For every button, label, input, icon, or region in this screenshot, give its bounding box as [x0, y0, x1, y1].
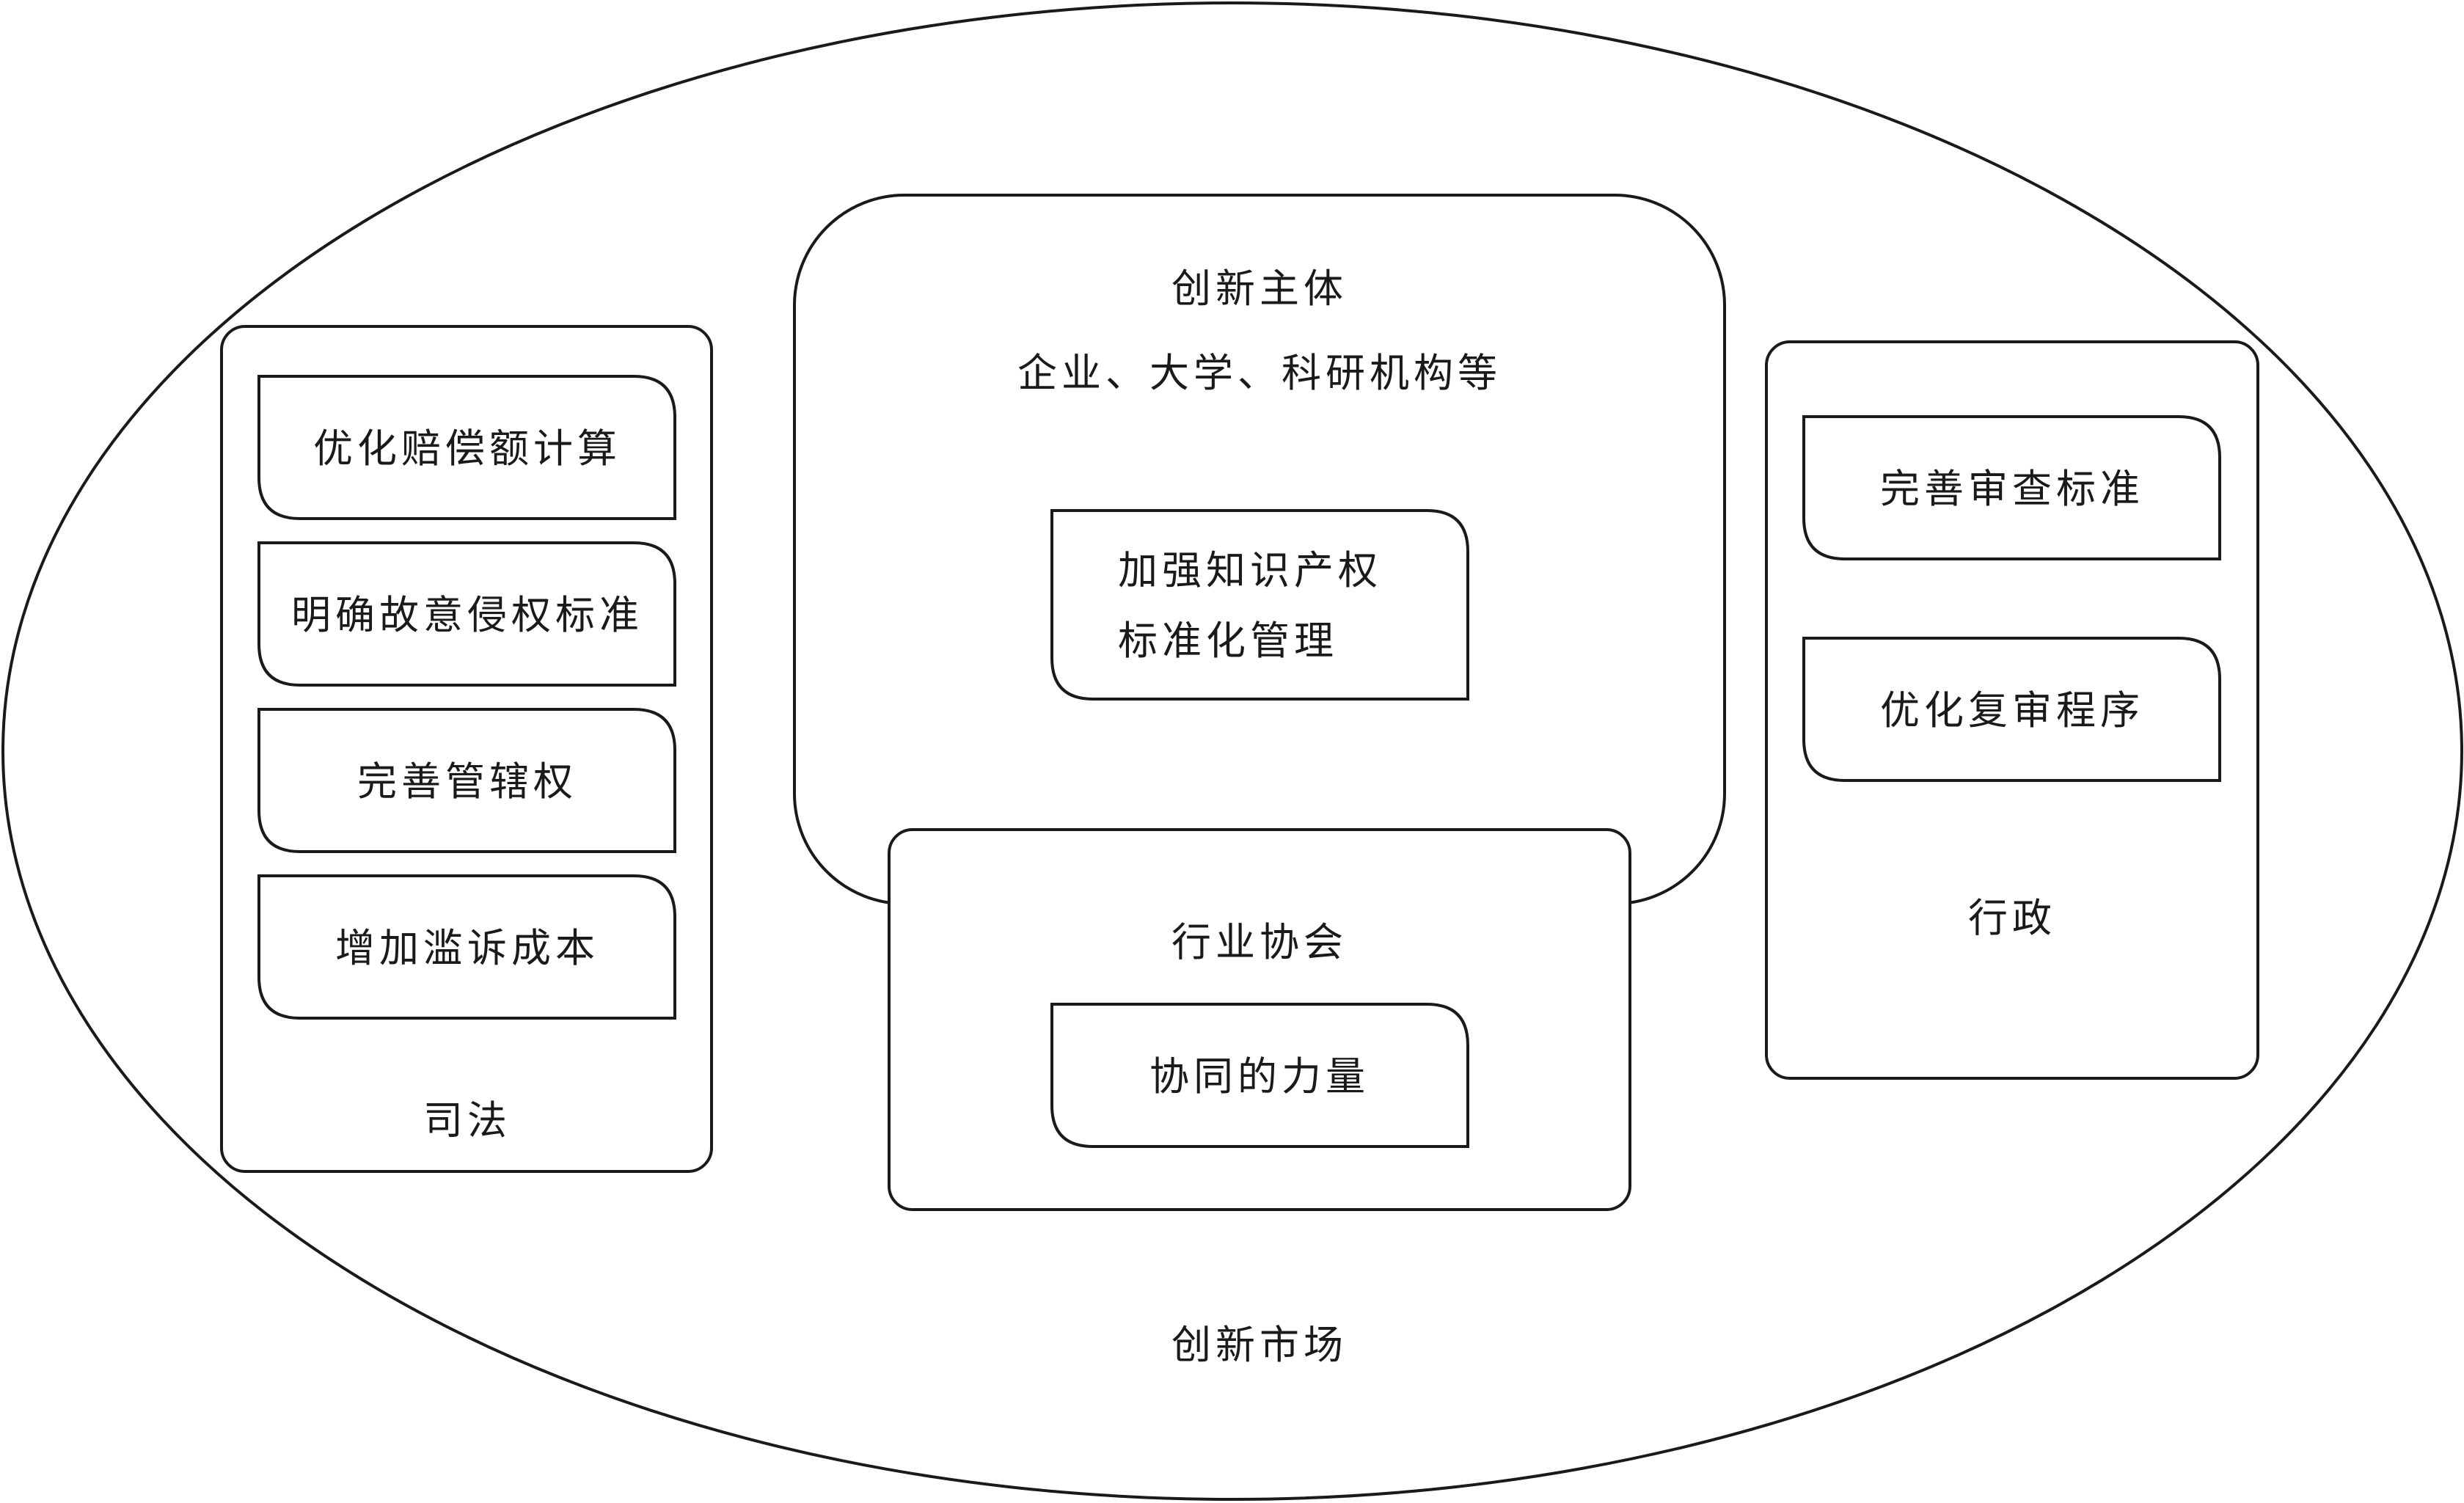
ip-standardization-line-1: 加强知识产权 [1118, 547, 1382, 593]
judicial-item-box [257, 375, 676, 520]
administrative-item-label: 优化复审程序 [1880, 687, 2144, 734]
administrative-item-box [1802, 415, 2221, 560]
judicial-item-label: 明确故意侵权标准 [291, 592, 643, 638]
synergy-force-box [1050, 1003, 1469, 1148]
ip-standardization-line-2: 标准化管理 [1118, 618, 1338, 664]
administrative-item-box [1802, 637, 2221, 782]
industry-association-label: 行业协会 [1171, 919, 1348, 965]
synergy-force-label: 协同的力量 [1149, 1053, 1370, 1100]
judicial-item-box [257, 541, 676, 687]
innovation-market-label: 创新市场 [1171, 1322, 1348, 1368]
judicial-item-box [257, 874, 676, 1020]
administrative-label: 行政 [1968, 895, 2056, 941]
judicial-item-label: 完善管辖权 [357, 758, 577, 805]
judicial-item-label: 优化赔偿额计算 [313, 425, 621, 472]
administrative-item-label: 完善审查标准 [1880, 466, 2144, 512]
judicial-label: 司法 [423, 1097, 511, 1144]
ip-standardization-box [1050, 509, 1469, 701]
innovation-subject-title: 创新主体 [1171, 266, 1348, 312]
innovation-subject-subtitle: 企业、大学、科研机构等 [1017, 350, 1502, 396]
judicial-item-label: 增加滥诉成本 [335, 925, 599, 971]
judicial-item-box [257, 708, 676, 853]
